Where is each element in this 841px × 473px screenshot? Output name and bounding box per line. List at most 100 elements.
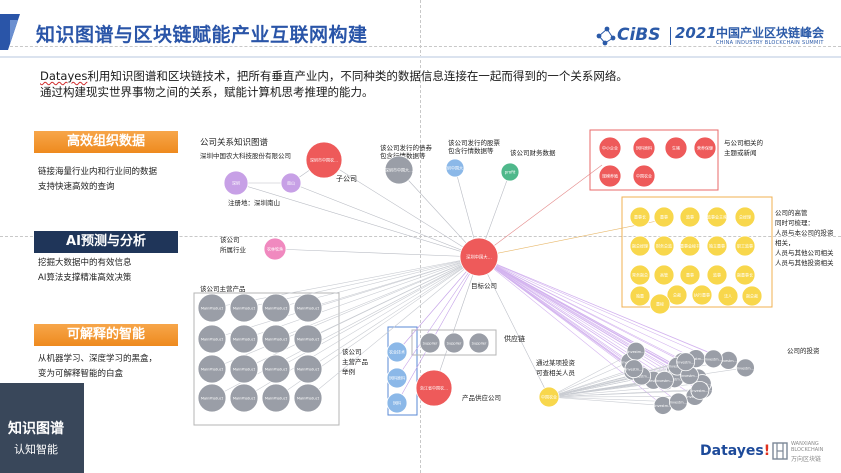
news-node — [693, 136, 717, 160]
investment-node-label: Investm… — [681, 374, 698, 378]
via-investment-label-1: 通过某项投资 — [536, 358, 576, 367]
news-group-box — [589, 129, 719, 191]
products-label: 该公司主营产品 — [200, 284, 246, 293]
news-node-label: 生猪 — [672, 145, 680, 151]
supply-chain-label: 供应链 — [504, 334, 525, 343]
via-investment-node — [538, 386, 560, 408]
intro-line-1: Datayes利用知识图谱和区块链技术，把所有垂直产业内，不同种类的数据信息连接… — [40, 68, 680, 84]
intro-text: Datayes利用知识图谱和区块链技术，把所有垂直产业内，不同种类的数据信息连接… — [40, 68, 680, 100]
news-node — [598, 136, 622, 160]
section-3-text: 从机器学习、深度学习的黑盒， 变为可解释智能的白盒 — [38, 352, 157, 382]
investment-node-label: Investm… — [633, 375, 650, 379]
investments-label: 公司的投资 — [787, 346, 820, 355]
region-node — [223, 170, 249, 196]
industry-label-2: 所属行业 — [220, 245, 247, 254]
cibs-logo: CiBS 2021 中国产业区块链峰会 CHINA INDUSTRY BLOCK… — [595, 22, 841, 50]
executive-node-label: 副总经理 — [632, 243, 648, 249]
news-node-label: 中国农业 — [636, 173, 652, 179]
badge-title: 知识图谱 — [8, 421, 64, 437]
knowledge-graph-canvas: 公司关系知识图谱深圳中国农大科技股份有限公司深圳南山深圳市中国农…子公司注册地：… — [193, 129, 834, 426]
product-example-node-label: 农业技术 — [389, 349, 405, 355]
executive-node — [717, 285, 739, 307]
executive-node-label: 财务总监 — [656, 243, 672, 249]
product-node — [229, 383, 259, 413]
tag-ai-prediction: AI预测与分析 — [34, 231, 178, 253]
graph-edge — [307, 256, 480, 399]
finance-node — [500, 162, 520, 182]
central-company-node — [459, 237, 499, 277]
investment-node-label: Investm… — [654, 404, 671, 408]
section-2-text: 挖掘大数据中的有效信息 AI算法支撑精准高效决策 — [38, 256, 132, 286]
executive-node-label: 董事会秘书 — [680, 243, 700, 249]
investment-node-label: Investm… — [627, 350, 644, 354]
page-title: 知识图谱与区块链赋能产业互联网构建 — [36, 24, 368, 46]
exec-label-3: 人员与本公司的投资 — [775, 228, 834, 237]
news-label-1: 与公司相关的 — [724, 138, 764, 147]
supplier-node-label: Supplier — [447, 342, 462, 346]
subsidiary-node-label: 深圳市中国农… — [310, 157, 338, 163]
graph-edge — [478, 256, 664, 406]
wanxiang-en-1: WANXIANG — [791, 441, 819, 447]
executive-node — [679, 235, 701, 257]
product-node — [229, 354, 259, 384]
executive-node — [734, 206, 756, 228]
graph-edge — [307, 256, 480, 370]
executive-node-label: 监事 — [686, 214, 694, 220]
product-node-label: MainProduct — [297, 338, 320, 342]
graph-edge — [478, 256, 635, 369]
datayes-word: Datayes — [700, 443, 764, 459]
investment-node-label: Investm… — [737, 366, 754, 370]
graph-edge — [396, 256, 480, 353]
wanxiang-logo-icon — [772, 442, 788, 460]
executive-node — [679, 206, 701, 228]
executive-node-label: 总经理 — [739, 214, 751, 220]
company-graph-label: 公司关系知识图谱 — [200, 137, 269, 148]
product-example-box — [387, 326, 418, 416]
exec-label-2: 同时可梳理： — [775, 218, 814, 227]
wanxiang-cn: 万向区块链 — [791, 456, 822, 463]
industry-node-label: 农林牧渔 — [267, 246, 283, 252]
supplier-label: 产品供应公司 — [462, 393, 501, 402]
products-example-label-1: 该公司 — [342, 347, 362, 356]
section-3-line: 从机器学习、深度学习的黑盒， — [38, 354, 158, 364]
region-node — [280, 172, 302, 194]
executive-node — [629, 285, 651, 307]
section-1-text: 链接海量行业内和行业间的数据 支持快速高效的查询 — [38, 165, 157, 195]
graph-edge — [290, 182, 480, 258]
executive-node — [629, 206, 651, 228]
executive-node-label: 常务副总 — [632, 272, 648, 278]
product-node — [197, 354, 227, 384]
badge-subtitle: 认知智能 — [14, 443, 58, 456]
product-node-label: MainProduct — [265, 397, 288, 401]
graph-edge — [478, 256, 686, 363]
executive-node-label: 独立董事 — [709, 243, 725, 249]
investment-node — [676, 352, 696, 372]
products-example-label-3: 举例 — [342, 367, 355, 376]
product-node-label: MainProduct — [201, 307, 224, 311]
investment-node-label: Investm… — [656, 379, 673, 383]
exec-label-5: 人员与其他公司相关 — [775, 248, 834, 257]
product-node — [293, 354, 323, 384]
cibs-brand: CiBS — [617, 25, 661, 45]
investment-node — [668, 392, 688, 412]
product-node — [229, 324, 259, 354]
brand-word: Datayes — [40, 69, 88, 83]
datayes-mark: ! — [763, 443, 771, 459]
company-name-label: 深圳中国农大科技股份有限公司 — [200, 151, 291, 160]
industry-label-1: 该公司 — [220, 235, 240, 244]
subsidiary-label: 子公司 — [336, 175, 357, 183]
central-company-node-label: 深圳中国大… — [466, 254, 492, 261]
graph-edge — [478, 256, 701, 391]
product-node-label: MainProduct — [265, 307, 288, 311]
product-node — [197, 383, 227, 413]
cibs-separator — [670, 27, 671, 45]
executive-node — [653, 235, 675, 257]
investment-node — [736, 358, 755, 378]
subsidiary-node — [305, 141, 343, 179]
investment-node-label: Investm… — [625, 367, 642, 371]
product-node-label: MainProduct — [201, 368, 224, 372]
graph-edge — [548, 361, 686, 398]
executive-node — [734, 264, 756, 286]
executive-node-label: 监事 — [713, 272, 721, 278]
bond-label-2: 包含行情数据等 — [380, 151, 426, 160]
